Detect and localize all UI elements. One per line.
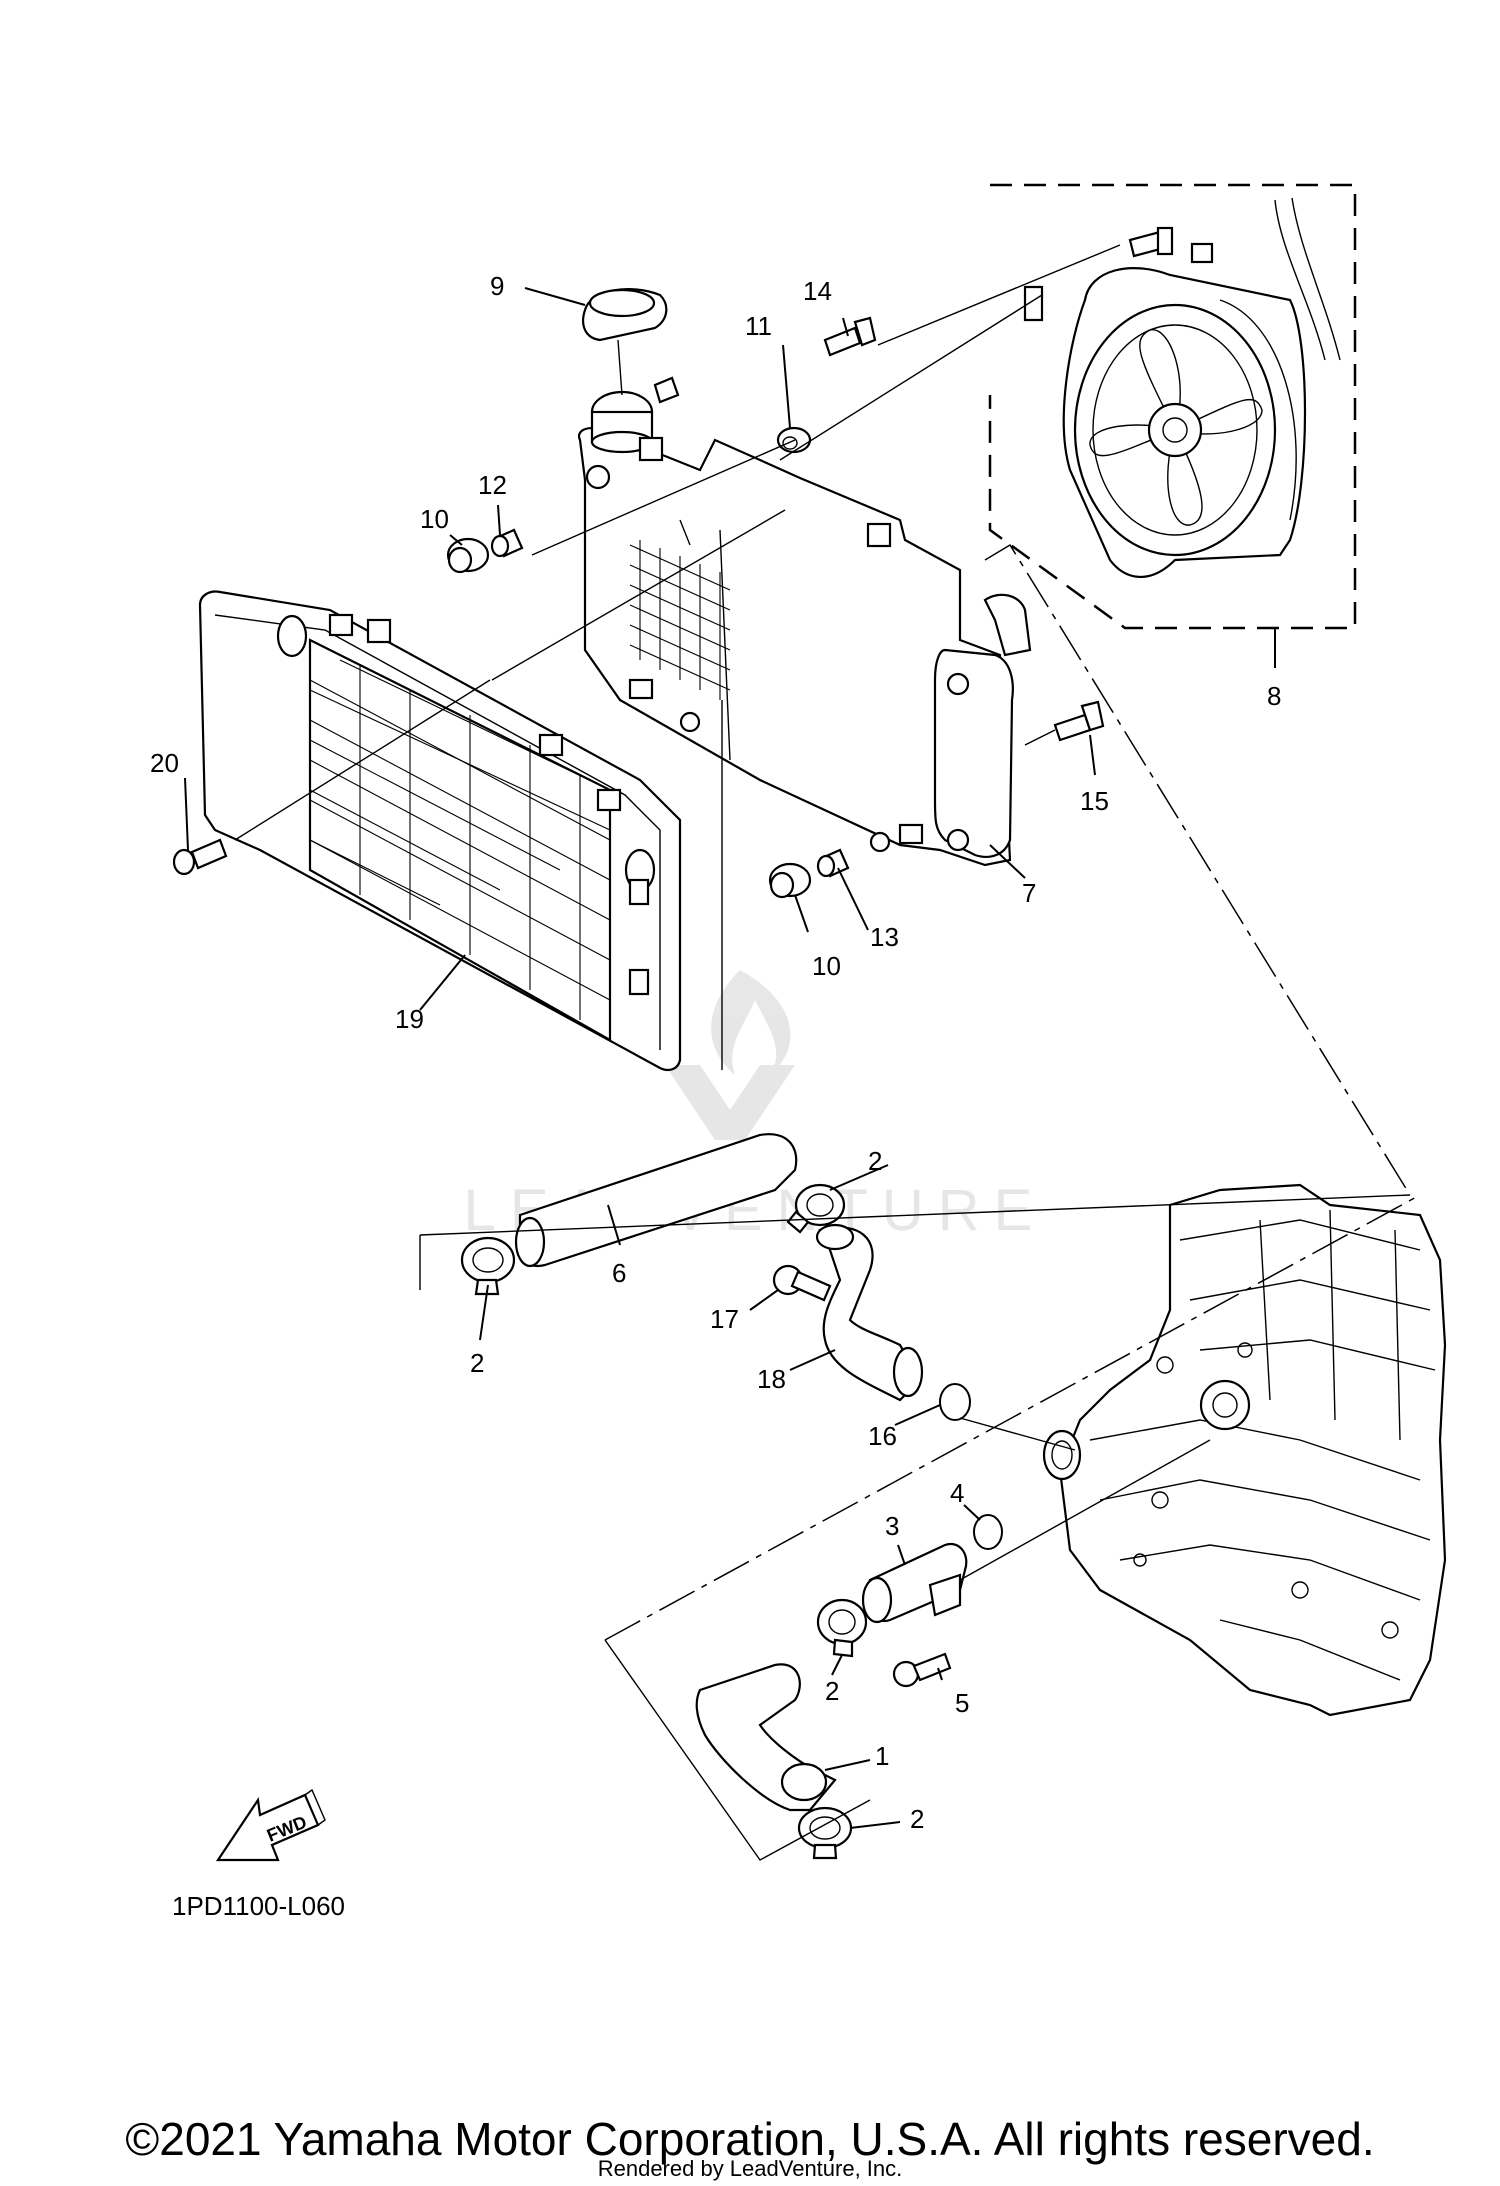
clamp-2-a [460, 1236, 516, 1296]
callout-13: 13 [870, 922, 899, 952]
collar-13 [816, 848, 850, 878]
drawing-code: 1PD1100-L060 [172, 1891, 345, 1921]
grommet-10-lower [768, 862, 812, 899]
watermark-logo: LEADVENTURE [464, 970, 1032, 1243]
callout-11: 11 [745, 311, 772, 341]
callout-3: 3 [885, 1511, 899, 1541]
pipe-3 [861, 1542, 968, 1624]
callout-1: 1 [875, 1741, 889, 1771]
callout-17: 17 [710, 1304, 739, 1334]
callout-10-upper: 10 [420, 504, 449, 534]
guard-mesh [309, 659, 611, 1020]
callout-16: 16 [868, 1421, 897, 1451]
callout-labels: 9 14 11 12 10 8 15 7 13 10 20 19 2 6 2 1… [150, 271, 1281, 1921]
radiator-cap [582, 288, 668, 342]
fwd-arrow-icon: FWD [215, 1788, 326, 1862]
callout-19: 19 [395, 1004, 424, 1034]
leader-lines [234, 244, 1421, 1861]
callout-12: 12 [478, 470, 507, 500]
bolt-15 [1053, 700, 1105, 742]
grommet-10-upper [446, 537, 490, 574]
callout-4: 4 [950, 1478, 964, 1508]
rendered-by-notice: Rendered by LeadVenture, Inc. [597, 2156, 903, 2181]
pipe-18 [815, 1223, 924, 1402]
bolt-14 [823, 316, 877, 357]
callout-7: 7 [1022, 878, 1036, 908]
callout-leaders [184, 287, 1096, 1829]
radiator-guard [198, 590, 682, 1071]
callout-6: 6 [612, 1258, 626, 1288]
callout-2-b: 2 [868, 1146, 882, 1176]
hose-6 [514, 1133, 798, 1268]
bolt-5 [892, 1652, 952, 1688]
callout-10-lower: 10 [812, 951, 841, 981]
collar-12 [490, 528, 524, 558]
clamp-2-b [786, 1183, 846, 1234]
callout-18: 18 [757, 1364, 786, 1394]
o-ring-16 [939, 1383, 971, 1421]
bolt-20 [172, 838, 228, 876]
hose-1 [695, 1663, 837, 1812]
clamp-2-c [816, 1598, 868, 1658]
engine-block [1042, 1183, 1447, 1717]
fan-assembly [988, 183, 1357, 668]
radiator [577, 376, 1032, 867]
callout-14: 14 [803, 276, 832, 306]
bolt-17 [772, 1264, 832, 1302]
callout-2-d: 2 [910, 1804, 924, 1834]
callout-5: 5 [955, 1688, 969, 1718]
o-ring-4 [973, 1514, 1003, 1550]
callout-2-c: 2 [825, 1676, 839, 1706]
copyright-notice: ©2021 Yamaha Motor Corporation, U.S.A. A… [125, 2113, 1375, 2165]
callout-20: 20 [150, 748, 179, 778]
clamp-2-d [797, 1806, 853, 1860]
callout-2-a: 2 [470, 1348, 484, 1378]
callout-8: 8 [1267, 681, 1281, 711]
radiator-core-grid [629, 540, 731, 700]
callout-9: 9 [490, 271, 504, 301]
callout-15: 15 [1080, 786, 1109, 816]
